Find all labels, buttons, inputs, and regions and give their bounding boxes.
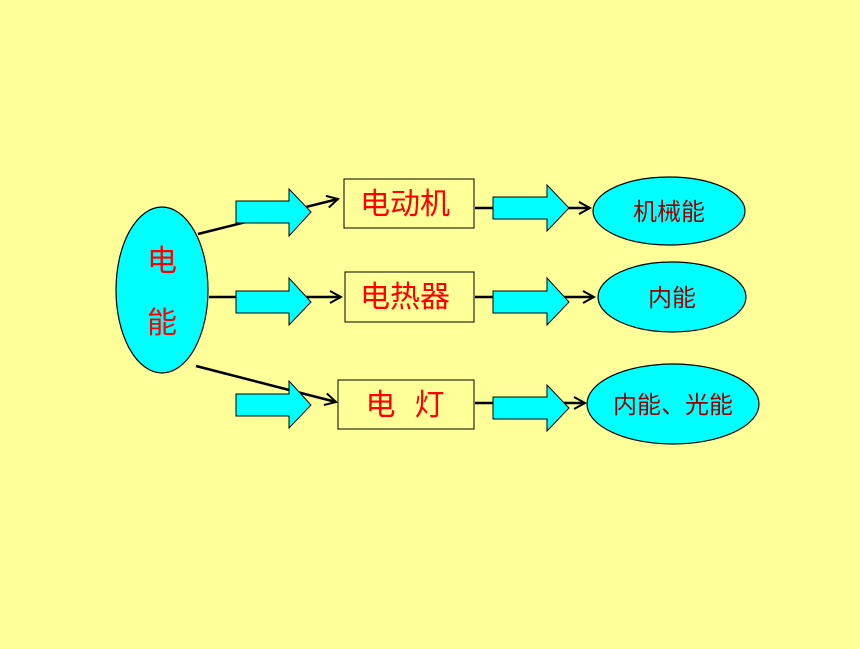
- output-ellipse-internal: 内能: [597, 261, 747, 333]
- device-box-lamp: 电 灯: [337, 379, 475, 430]
- connector-line-bottom: [195, 364, 336, 402]
- device-box-rect: [344, 271, 475, 323]
- output-label-internal-light: 内能、光能: [613, 391, 733, 419]
- output-label-internal: 内能: [648, 284, 696, 312]
- source-label-bottom: 能: [147, 306, 177, 341]
- block-arrow-bottom-right: [492, 383, 570, 433]
- output-ellipse-mechanical: 机械能: [592, 176, 746, 246]
- device-box-rect: [337, 379, 475, 430]
- output-ellipse-shape: [597, 261, 747, 333]
- block-arrow-top-left: [235, 187, 312, 238]
- block-arrow-bottom-left: [235, 379, 312, 430]
- device-label-heater: 电热器: [360, 280, 450, 315]
- device-box-motor: 电动机: [343, 178, 475, 229]
- output-ellipse-shape: [586, 363, 760, 445]
- device-box-heater: 电热器: [344, 271, 475, 323]
- block-arrow-middle-right: [492, 276, 570, 327]
- source-label-top: 电: [147, 244, 177, 279]
- source-ellipse: [115, 206, 209, 374]
- output-ellipse-internal-light: 内能、光能: [586, 363, 760, 445]
- device-label-lamp: 电 灯: [365, 388, 444, 423]
- block-arrow-middle-left: [235, 276, 312, 327]
- block-arrow-top-right: [492, 183, 570, 233]
- output-label-mechanical: 机械能: [633, 198, 705, 226]
- device-box-rect: [343, 178, 475, 229]
- output-ellipse-shape: [592, 176, 746, 246]
- device-label-motor: 电动机: [360, 187, 450, 222]
